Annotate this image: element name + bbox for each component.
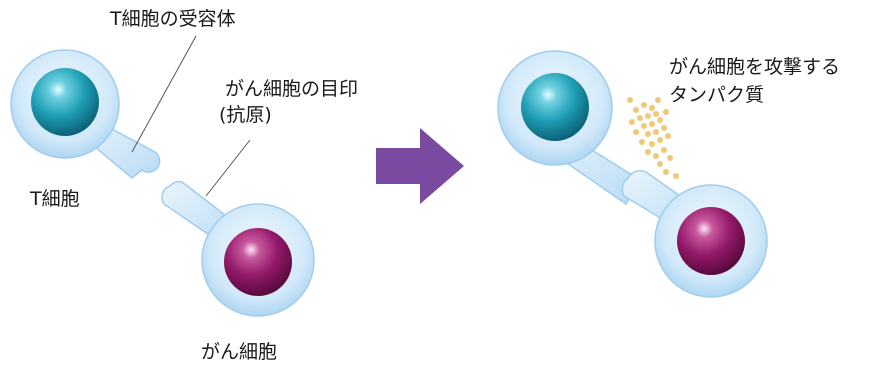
- protein-dot: [641, 102, 647, 108]
- protein-dot: [639, 139, 645, 145]
- protein-dot: [665, 133, 671, 139]
- receptor-leader-line: [131, 35, 197, 153]
- attack-protein-dots: [627, 97, 679, 179]
- t-cell-nucleus-right: [521, 73, 589, 141]
- protein-dot: [637, 115, 643, 121]
- protein-dot: [657, 137, 663, 143]
- protein-dot: [661, 125, 667, 131]
- t-cell-label: T細胞: [30, 188, 80, 210]
- cancer-cell-nucleus-left: [224, 228, 292, 296]
- protein-dot: [645, 131, 651, 137]
- protein-dot: [653, 129, 659, 135]
- protein-dot: [649, 121, 655, 127]
- protein-dot: [641, 123, 647, 129]
- attack-protein-label: がん細胞を攻撃する: [669, 56, 841, 78]
- protein-dot: [653, 111, 659, 117]
- protein-dot: [657, 117, 663, 123]
- protein-dot: [663, 109, 669, 115]
- protein-dot: [649, 141, 655, 147]
- t-cell-nucleus-left: [31, 68, 99, 136]
- right-arrow-icon: [376, 128, 464, 204]
- protein-dot: [661, 147, 667, 153]
- t-cell-receptor-label: T細胞の受容体: [110, 8, 236, 30]
- protein-dot: [655, 97, 661, 103]
- cancer-cell-left: [161, 180, 315, 317]
- antigen-label: (抗原): [219, 104, 272, 126]
- protein-dot: [653, 153, 659, 159]
- attack-protein-label-line2: タンパク質: [669, 84, 765, 106]
- protein-dot: [667, 155, 673, 161]
- protein-dot: [657, 161, 663, 167]
- protein-dot: [649, 105, 655, 111]
- protein-dot: [627, 97, 633, 103]
- antigen-leader-line: [205, 139, 251, 197]
- cancer-cell-nucleus-right: [677, 207, 745, 275]
- protein-dot: [645, 113, 651, 119]
- protein-dot: [673, 173, 679, 179]
- cancer-marker-label: がん細胞の目印: [225, 78, 359, 100]
- protein-dot: [633, 129, 639, 135]
- protein-dot: [629, 119, 635, 125]
- bound-cells-right: [497, 50, 768, 298]
- cancer-cell-label: がん細胞: [201, 341, 278, 363]
- protein-dot: [645, 149, 651, 155]
- t-cell-left: [10, 49, 161, 179]
- protein-dot: [633, 107, 639, 113]
- protein-dot: [663, 169, 669, 175]
